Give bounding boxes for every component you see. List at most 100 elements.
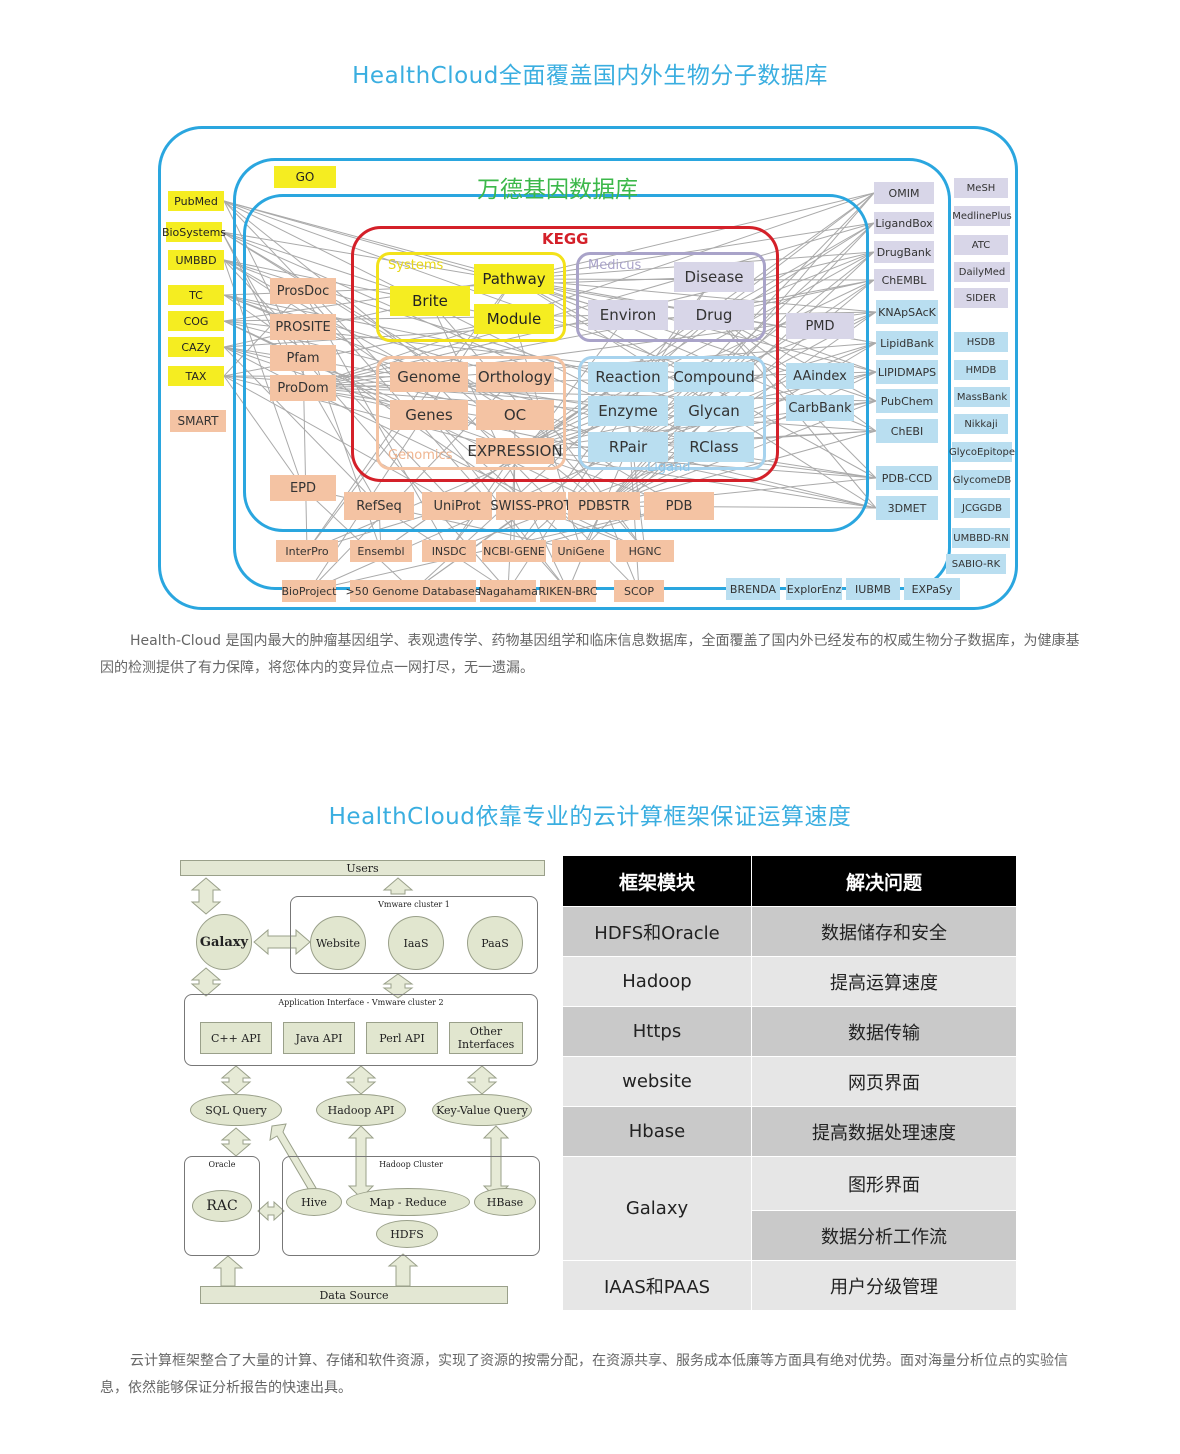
bottom-row2-db: Ensembl — [350, 540, 412, 562]
table-row: Galaxy 图形界面 — [562, 1156, 1017, 1261]
genomics-db: Genome — [390, 362, 468, 392]
table-row: Https 数据传输 — [562, 1006, 1017, 1057]
perl-api: Perl API — [366, 1022, 438, 1054]
left-yellow-db: TAX — [168, 366, 224, 386]
bottom-row2-db: InterPro — [276, 540, 338, 562]
header-module: 框架模块 — [562, 855, 752, 907]
table-row: website 网页界面 — [562, 1056, 1017, 1107]
bottom-row1-db: PDB — [644, 492, 714, 520]
ligand-db: Reaction — [588, 362, 668, 392]
row-module-galaxy: Galaxy — [562, 1156, 752, 1261]
ligand-db: RClass — [674, 432, 754, 462]
wande-title: 万德基因数据库 — [477, 177, 638, 203]
far-right-purple-db: SIDER — [954, 288, 1008, 308]
bottom-row3-db: RIKEN-BRC — [538, 580, 598, 602]
hadoop-cluster-frame: Hadoop Cluster — [282, 1156, 540, 1256]
row-module: Hadoop — [562, 956, 752, 1007]
outer-ring — [158, 126, 1018, 610]
bottom-row1-db: UniProt — [422, 492, 492, 520]
ligand-db: Enzyme — [588, 396, 668, 426]
right-inner-blue-db: LipidBank — [876, 331, 938, 355]
ligand-group — [578, 356, 766, 470]
ligand-db: RPair — [588, 432, 668, 462]
ligand-label: Ligand — [647, 460, 691, 475]
key-value-query-node: Key-Value Query — [432, 1094, 532, 1126]
application-interface-label: Application Interface - Vmware cluster 2 — [278, 998, 444, 1007]
go-db: GO — [274, 166, 336, 188]
cpp-api: C++ API — [200, 1022, 272, 1054]
bottom-row3-db: SCOP — [614, 580, 664, 602]
row-module: Https — [562, 1006, 752, 1057]
right-inner-blue-db: PubChem — [876, 389, 938, 413]
smart-db: SMART — [170, 410, 226, 432]
ligand-db: Glycan — [674, 396, 754, 426]
bottom-row1-db: PDBSTR — [568, 492, 640, 520]
bottom-row2-db: INSDC — [422, 540, 476, 562]
systems-group — [376, 252, 566, 342]
genomics-db: Orthology — [476, 362, 554, 392]
row-module: HDFS和Oracle — [562, 906, 752, 957]
row-problem: 提高运算速度 — [751, 956, 1017, 1007]
bottom-blue-db: EXPaSy — [904, 578, 960, 600]
far-right-purple-db: MeSH — [954, 178, 1008, 198]
galaxy-node: Galaxy — [196, 914, 252, 970]
bottom-row3-db: >50 Genome Databases — [346, 580, 480, 602]
medicus-group — [576, 252, 766, 342]
far-right-blue-db: SABIO-RK — [946, 554, 1006, 574]
database-coverage-diagram: 万德基因数据库 KEGG Systems Medicus Genomics Li… — [150, 120, 1020, 615]
pmd-db: PMD — [786, 313, 854, 339]
row-problem: 提高数据处理速度 — [751, 1106, 1017, 1157]
right-inner-blue-db: PDB-CCD — [876, 466, 938, 490]
bottom-blue-db: ExplorEnz — [786, 578, 842, 600]
oracle-label: Oracle — [208, 1160, 236, 1169]
row-problem: 网页界面 — [751, 1056, 1017, 1107]
far-right-blue-db: Nikkaji — [954, 414, 1008, 434]
bottom-row2-db: HGNC — [616, 540, 674, 562]
rac-node: RAC — [192, 1190, 252, 1222]
kegg-ring — [351, 226, 779, 482]
systems-db: Brite — [390, 286, 470, 316]
section1-description: Health-Cloud 是国内最大的肿瘤基因组学、表观遗传学、药物基因组学和临… — [100, 633, 1080, 676]
row-problem: 数据储存和安全 — [751, 906, 1017, 957]
left-mid-db: ProsDoc — [270, 278, 336, 304]
paas-node: PaaS — [467, 916, 523, 970]
systems-db: Module — [474, 304, 554, 334]
bottom-row3-db: Nagahama — [478, 580, 538, 602]
data-source-bar: Data Source — [200, 1286, 508, 1304]
other-interfaces: Other Interfaces — [449, 1022, 523, 1054]
medicus-db: Disease — [674, 262, 754, 292]
medicus-label: Medicus — [588, 258, 642, 273]
row-module: IAAS和PAAS — [562, 1260, 752, 1311]
far-right-blue-db: GlycoEpitope — [949, 442, 1015, 462]
genomics-group — [376, 356, 566, 470]
table-row: HDFS和Oracle 数据储存和安全 — [562, 906, 1017, 957]
right-purple-db: LigandBox — [874, 212, 934, 234]
ligand-db: Compound — [673, 362, 755, 392]
row-problem: 用户分级管理 — [751, 1260, 1017, 1311]
bottom-row2-db: NCBI-GENE — [482, 540, 546, 562]
bottom-row3-db: BioProject — [282, 580, 336, 602]
systems-db: Pathway — [474, 264, 554, 294]
genomics-label: Genomics — [388, 448, 453, 463]
bottom-row2-db: UniGene — [552, 540, 610, 562]
users-bar: Users — [180, 860, 545, 876]
bottom-row1-db: SWISS-PROT — [490, 492, 572, 520]
right-purple-db: ChEMBL — [874, 269, 934, 291]
website-node: Website — [310, 916, 366, 970]
right-inner-blue-db: KNApSAcK — [876, 300, 938, 324]
genomics-db: Genes — [390, 400, 468, 430]
far-right-purple-db: DailyMed — [954, 262, 1010, 282]
table-row: Hadoop 提高运算速度 — [562, 956, 1017, 1007]
genomics-db: OC — [476, 400, 554, 430]
right-inner-blue-db: 3DMET — [876, 496, 938, 520]
right-purple-db: OMIM — [874, 182, 934, 204]
vmware-cluster-1: Vmware cluster 1 — [290, 896, 538, 974]
row-problem: 图形界面 — [751, 1156, 1017, 1211]
bottom-blue-db: IUBMB — [846, 578, 900, 600]
kegg-label: KEGG — [542, 230, 589, 248]
left-yellow-db: PubMed — [168, 191, 224, 211]
left-yellow-db: BioSystems — [162, 222, 226, 242]
far-right-blue-db: HSDB — [954, 332, 1008, 352]
far-right-blue-db: UMBBD-RN — [952, 528, 1010, 548]
cloud-architecture-diagram: Users Vmware cluster 1 Galaxy Website Ia… — [180, 856, 545, 1308]
